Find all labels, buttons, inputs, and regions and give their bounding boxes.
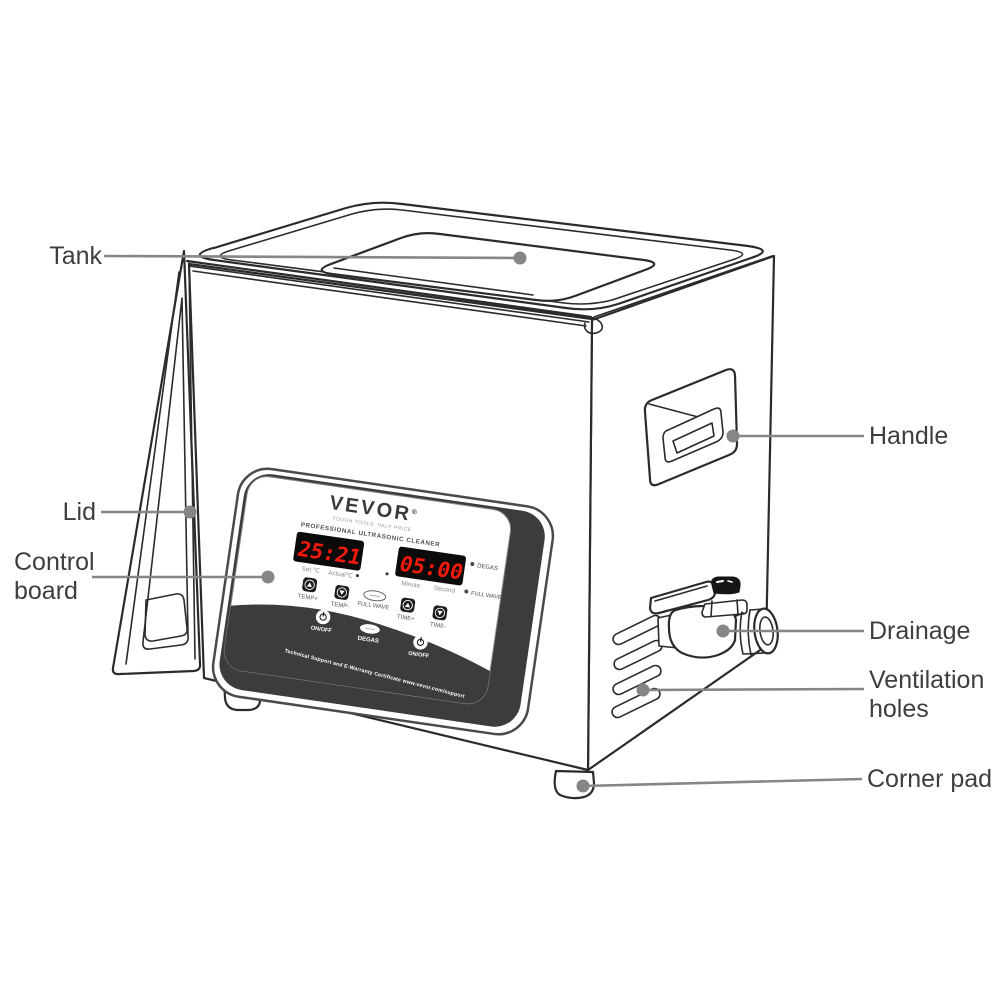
full-wave-button-mark <box>369 594 380 597</box>
power-right-button <box>413 635 428 650</box>
temp-down-button <box>334 585 350 600</box>
handle <box>643 368 739 487</box>
callout-control-board: Control board <box>14 548 95 605</box>
temp-down-label: TEMP- <box>330 602 349 611</box>
valve-bracket <box>701 599 748 618</box>
control-board-leader-dot <box>261 570 275 584</box>
drainage-valve <box>648 576 779 659</box>
callout-handle: Handle <box>869 422 949 450</box>
ventilation-leader-line <box>642 687 865 692</box>
temp-display <box>293 531 365 571</box>
vent-slot <box>611 687 661 719</box>
time-second-label: Second <box>433 585 456 595</box>
temp-actual-label: Actual℃ <box>328 569 353 579</box>
lid-edge-inner-right <box>188 262 196 660</box>
valve-lever-line <box>654 585 708 602</box>
time-indicator-dot <box>385 572 389 576</box>
callout-ventilation-holes: Ventilation holes <box>869 666 985 723</box>
tank-leader-dot <box>513 251 527 265</box>
handle-grip-slot <box>672 422 715 454</box>
time-up-label: TIME+ <box>397 614 416 623</box>
rim-inner-line <box>219 208 744 305</box>
callout-leaders <box>92 251 865 793</box>
lid-inner-panel <box>142 297 189 650</box>
spout-flange-left <box>739 611 744 655</box>
ventilation-holes <box>611 614 663 719</box>
tank-leader-line <box>103 254 521 260</box>
valve-grip-highlight-1 <box>716 580 724 583</box>
time-down-button <box>432 605 448 621</box>
handle-leader-dot <box>726 429 740 443</box>
time-up-button <box>400 597 416 613</box>
temp-set-label: Set ℃ <box>301 565 320 575</box>
time-minute-label: Minute <box>401 580 421 590</box>
full-wave-button-label: FULL WAVE <box>357 601 390 612</box>
lid-recess <box>144 593 188 642</box>
corner-pad-leader-line <box>582 777 863 788</box>
panel-swoosh <box>221 604 494 707</box>
callout-tank: Tank <box>49 242 102 270</box>
up-arrow-icon <box>404 602 411 608</box>
temp-indicator-dot <box>355 573 360 578</box>
down-arrow-icon <box>339 590 345 595</box>
valve-grip-highlight-2 <box>727 580 733 583</box>
callout-corner-pad: Corner pad <box>867 765 993 793</box>
ventilation-leader-dot <box>636 683 650 697</box>
down-arrow-icon <box>437 610 443 616</box>
rim-corner-curl <box>583 316 604 335</box>
callout-lid: Lid <box>62 498 96 526</box>
callout-drainage: Drainage <box>869 617 971 645</box>
degas-indicator-dot <box>470 562 475 567</box>
lid-outer <box>111 249 202 676</box>
power-left-button <box>315 609 331 625</box>
corner-pad-leader-dot <box>576 779 590 793</box>
power-left-label: ON/OFF <box>310 625 332 634</box>
rim-lip-2 <box>188 265 590 323</box>
rim-lip-right <box>593 255 773 318</box>
tank-opening <box>320 232 656 302</box>
time-down-label: TIME- <box>429 622 446 630</box>
temp-up-button <box>302 577 318 593</box>
degas-button-mark <box>364 627 375 631</box>
temp-up-label: TEMP+ <box>297 594 318 603</box>
up-arrow-icon <box>306 582 312 588</box>
lid-leader-dot <box>183 505 197 519</box>
time-display <box>395 546 467 586</box>
control-board: VEVOR® TOUGH TOOLS, HALF PRICE PROFESSIO… <box>211 467 555 736</box>
tank-opening-depth <box>333 267 534 296</box>
valve-handle-grip <box>711 576 741 595</box>
power-right-label: ON/OFF <box>408 651 430 660</box>
rim-lip-3 <box>192 270 587 327</box>
handle-fold-line-1 <box>648 403 703 419</box>
full-wave-indicator-label: FULL WAVE <box>471 591 503 601</box>
ultrasonic-cleaner: VEVOR® TOUGH TOOLS, HALF PRICE PROFESSIO… <box>111 201 779 800</box>
spout-bottom-line <box>743 652 765 655</box>
valve-bracket-leg-left <box>710 600 713 617</box>
degas-indicator-label: DEGAS <box>477 563 499 572</box>
full-wave-indicator-dot <box>464 589 469 594</box>
valve-bracket-leg-right <box>736 599 739 615</box>
lid <box>111 249 202 676</box>
rim-lip-1 <box>185 259 593 319</box>
degas-button-label: DEGAS <box>357 636 379 645</box>
lid-edge-inner-left <box>125 271 180 665</box>
handle-recess <box>662 407 724 463</box>
drainage-leader-dot <box>716 624 730 638</box>
